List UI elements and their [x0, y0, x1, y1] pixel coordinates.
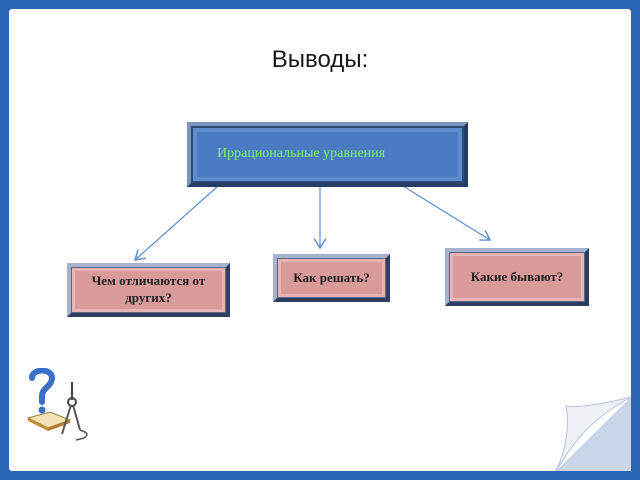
arrow-to-types: [402, 185, 490, 240]
arrow-to-differences: [135, 185, 219, 260]
root-node-irrational-equations: Иррациональные уравнения: [187, 122, 468, 187]
question-mark-book-compass-icon: [26, 368, 88, 441]
slide-title: Выводы:: [271, 46, 369, 73]
node-how-to-solve: Как решать?: [273, 254, 390, 302]
node-types-label: Какие бывают?: [470, 268, 564, 284]
node-differences-label: Чем отличаются от других?: [91, 273, 206, 305]
node-how-to-solve-label: Как решать?: [293, 269, 370, 285]
node-differences: Чем отличаются от других?: [67, 263, 230, 317]
node-types: Какие бывают?: [445, 248, 589, 306]
root-node-label: Иррациональные уравнения: [217, 146, 386, 161]
